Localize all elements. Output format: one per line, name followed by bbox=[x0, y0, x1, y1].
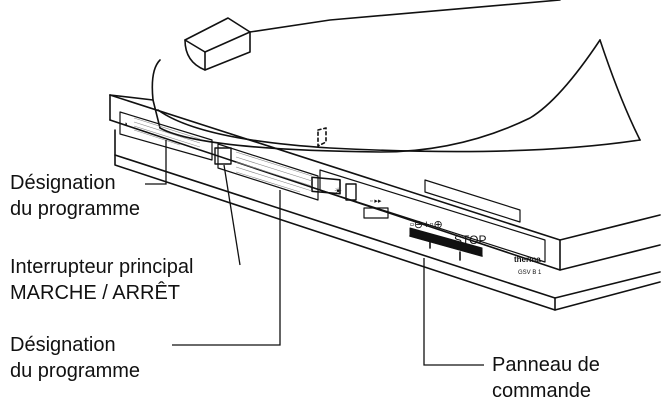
info-icon: ◗ bbox=[124, 121, 128, 128]
program-plate-right bbox=[217, 143, 319, 201]
leader-control-panel bbox=[423, 258, 484, 366]
model-marking: GSV B 1 bbox=[518, 270, 542, 276]
leader-main-switch bbox=[223, 164, 241, 266]
base bbox=[114, 129, 661, 311]
lid-outline bbox=[151, 39, 601, 153]
front-panel bbox=[109, 119, 661, 271]
lid-ridge bbox=[184, 17, 251, 71]
label-control-panel: Panneau de commande bbox=[492, 354, 600, 402]
panel-small-label-icon: ▫ ▸▸ bbox=[370, 198, 382, 205]
stop-marking: STOP bbox=[454, 233, 486, 247]
control-symbols-icon: ▫⊖+▫⊕ bbox=[410, 219, 443, 231]
label-main-switch: Interrupteur principal MARCHE / ARRÊT bbox=[10, 256, 194, 304]
lid-front-edge bbox=[157, 109, 641, 153]
main-switch bbox=[214, 147, 232, 165]
panel-symbol-icon: ☀ bbox=[334, 186, 342, 196]
label-program-designation-top: Désignation du programme bbox=[10, 172, 141, 220]
control-panel-frame bbox=[319, 169, 546, 263]
body-top bbox=[109, 94, 154, 101]
brand-marking: therma bbox=[514, 255, 541, 264]
program-plate-left bbox=[119, 111, 213, 161]
label-program-designation-bottom: Désignation du programme bbox=[10, 334, 141, 382]
leader-program-top bbox=[145, 140, 167, 185]
display-slot bbox=[424, 179, 521, 223]
leader-program-bottom bbox=[172, 190, 281, 346]
